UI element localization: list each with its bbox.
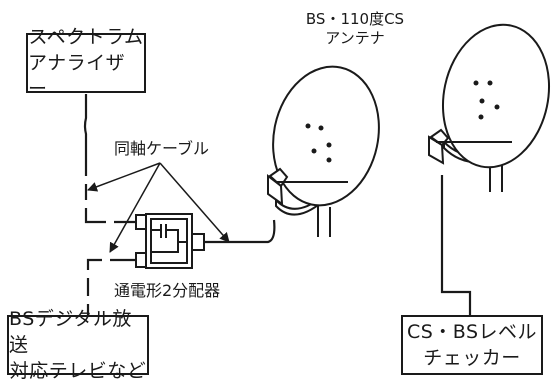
antenna-left-holes: [305, 123, 332, 163]
checker-label-line2: チェッカー: [423, 347, 521, 369]
spectrum-analyzer-box: スペクトラム アナライザー: [26, 26, 146, 100]
bs-tv-box: BSデジタル放送 対応テレビなど: [7, 308, 149, 382]
checker-label-line1: CS・BSレベル: [406, 321, 538, 343]
antenna-label-line1: BS・110度CS: [305, 10, 405, 28]
tv-label-line1: BSデジタル放送: [9, 308, 132, 356]
analyzer-label-line2: アナライザー: [28, 52, 126, 100]
splitter-device: [135, 213, 205, 269]
level-checker-box: CS・BSレベル チェッカー: [401, 315, 543, 375]
cable-label-arrows: [87, 162, 230, 253]
coax-cable-lines: [83, 94, 472, 316]
antenna-label: BS・110度CS アンテナ: [300, 10, 410, 48]
antenna-right: [428, 23, 551, 192]
antenna-label-line2: アンテナ: [325, 29, 385, 47]
coax-cable-label: 同軸ケーブル: [114, 139, 210, 158]
cable-break-marks: [82, 176, 114, 304]
antenna-right-holes: [473, 80, 500, 120]
tv-label-line2: 対応テレビなど: [9, 360, 147, 382]
analyzer-label-line1: スペクトラム: [28, 26, 144, 48]
antenna-left: [267, 65, 380, 237]
splitter-label: 通電形2分配器: [114, 281, 221, 300]
